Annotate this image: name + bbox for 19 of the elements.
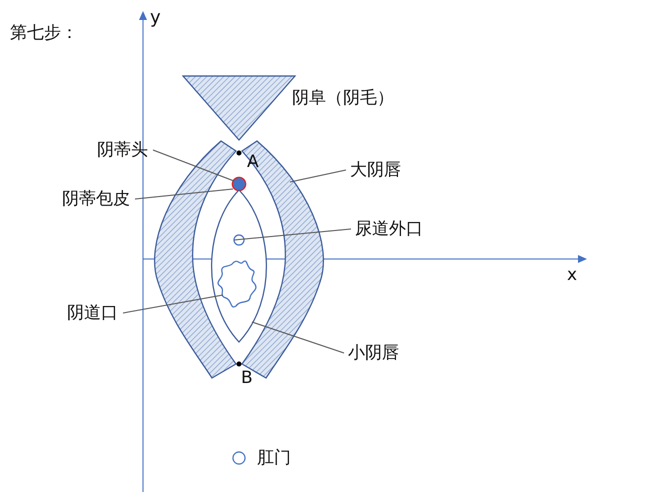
text-label: 阴阜（阴毛） [292, 88, 394, 108]
small-circle [233, 234, 245, 246]
part-label: 阴蒂包皮 [62, 189, 130, 209]
leader-line [152, 150, 234, 182]
leader-line [252, 322, 344, 354]
text-label: 第七步： [10, 23, 78, 43]
part-label: 大阴唇 [350, 160, 401, 180]
leader-line [134, 188, 234, 200]
part-label: 阴道口 [67, 303, 118, 323]
leader-line [234, 228, 352, 240]
irregular-opening-shape [217, 260, 256, 308]
leader-line [290, 170, 346, 182]
text-label: y [150, 8, 161, 28]
part-label: 尿道外口 [355, 219, 423, 239]
leader-line [122, 294, 224, 314]
part-label: 小阴唇 [348, 343, 399, 363]
text-label: 肛门 [257, 448, 291, 468]
text-label: B [241, 368, 253, 388]
text-label: x [567, 265, 578, 285]
